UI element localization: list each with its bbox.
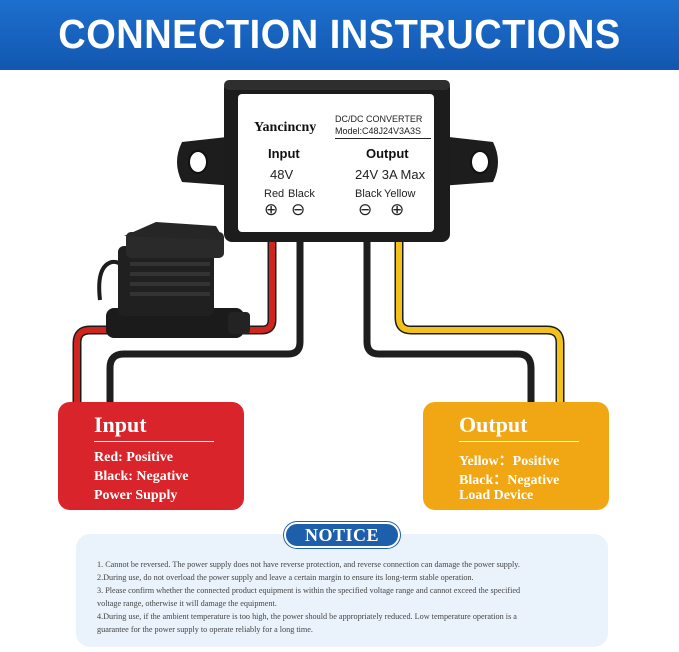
notice-line: guarantee for the power supply to operat… (97, 625, 313, 634)
converter-type: DC/DC CONVERTER (335, 114, 423, 124)
input-box-line: Power Supply (94, 488, 178, 503)
input-info-box: Input Red: Positive Black: Negative Powe… (58, 402, 244, 510)
notice-panel (76, 534, 608, 647)
output-box-line: Load Device (459, 488, 534, 503)
input-box-title: Input (94, 412, 147, 437)
label-input-heading: Input (268, 146, 300, 161)
negative-terminal-icon: ⊖ (291, 200, 306, 219)
banner-title: CONNECTION INSTRUCTIONS (58, 11, 621, 58)
input-voltage: 48V (270, 167, 294, 182)
positive-terminal-icon: ⊕ (390, 200, 405, 219)
notice-title: NOTICE (304, 524, 379, 545)
terminal-label: Black (355, 188, 382, 200)
label-divider (335, 138, 431, 139)
notice-line: voltage range, otherwise it will damage … (97, 599, 277, 608)
notice-line: 2.During use, do not overload the power … (97, 573, 474, 582)
output-box-title: Output (459, 412, 528, 437)
model-number: Model:C48J24V3A3S (335, 126, 422, 136)
black-input-wire (106, 236, 304, 407)
notice-line: 1. Cannot be reversed. The power supply … (97, 560, 520, 569)
output-info-box: Output Yellow：Positive Black：Negative Lo… (423, 402, 609, 510)
notice-text: 1. Cannot be reversed. The power supply … (97, 558, 591, 636)
terminal-label: Yellow (384, 188, 416, 200)
title-banner: CONNECTION INSTRUCTIONS (0, 0, 679, 70)
fuse-holder (97, 222, 250, 338)
negative-terminal-icon: ⊖ (358, 200, 373, 219)
output-voltage: 24V 3A Max (355, 167, 426, 182)
input-box-line: Red: Positive (94, 450, 173, 465)
terminal-label: Black (288, 188, 315, 200)
positive-terminal-icon: ⊕ (264, 200, 279, 219)
notice-badge: NOTICE (284, 522, 400, 548)
yellow-wire (396, 237, 563, 406)
notice-line: 3. Please confirm whether the connected … (97, 586, 521, 595)
input-box-line: Black: Negative (94, 469, 189, 484)
terminal-label: Red (264, 188, 285, 200)
converter-label: Yancincny DC/DC CONVERTER Model:C48J24V3… (238, 94, 434, 232)
brand-name: Yancincny (254, 120, 317, 135)
black-output-wire (363, 236, 535, 407)
output-box-line: Yellow：Positive (459, 454, 560, 469)
converter-housing (177, 80, 498, 242)
output-box-divider (459, 441, 579, 442)
input-box-divider (94, 441, 214, 442)
notice-line: 4.During use, if the ambient temperature… (97, 612, 517, 621)
output-box-line: Black：Negative (459, 473, 560, 488)
red-wire-lower (74, 327, 111, 406)
label-output-heading: Output (366, 146, 409, 161)
